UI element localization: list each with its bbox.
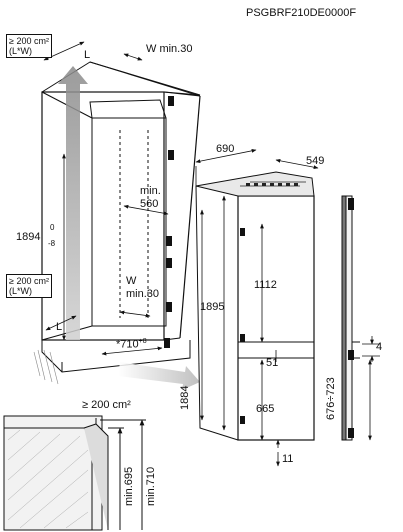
top-vent-pattern [246,183,298,186]
detail-min-695: min.695 [123,466,135,506]
niche-710-value: *710 [116,338,139,351]
niche-depth-min-value: 560 [140,198,159,210]
niche-floor-hatch [33,349,59,385]
ventilation-bottom-label: ≥ 200 cm² [82,399,131,411]
appliance-floor-gap: 11 [282,453,294,465]
appliance-height-niche: 1884 [179,385,191,410]
ventilation-mid-formula: (L*W) [9,286,32,296]
niche-width-top: L [84,49,91,61]
niche-width-bottom: L [56,321,63,333]
detail-hatch [7,429,89,529]
appliance-gap: 51 [266,357,279,369]
door-dimensions [362,336,380,441]
niche-w-mid: W [126,275,137,287]
appliance-depth: 549 [306,155,325,167]
air-outflow-arrow [58,66,88,340]
niche-dimensions [43,41,169,356]
door-range: 676÷723 [325,377,337,420]
appliance-height-total: 1895 [200,301,225,313]
niche-height-tol-lower: -8 [48,239,56,248]
door-panel [341,195,360,441]
detail-min-710: min.710 [145,466,157,506]
hinge-tabs [164,96,174,348]
appliance-width: 690 [216,143,235,155]
niche-710-tol: +8 [138,338,147,345]
fridge-hinges [240,228,245,424]
niche-width-710: *710+8 [116,338,147,351]
niche-height-value: 1894 [16,231,41,243]
air-inflow-arrow [118,362,200,390]
niche-depth-top: W min.30 [146,43,193,55]
niche-cabinet [41,61,201,373]
ventilation-mid-area: ≥ 200 cm² [9,276,49,286]
ventilation-top-area: ≥ 200 cm² [9,36,49,46]
detail-view [3,415,146,531]
niche-min30-mid: min.30 [126,288,160,300]
appliance-dimensions [195,148,319,467]
ventilation-top-formula: (L*W) [9,46,32,56]
appliance-height-lower: 665 [256,403,275,415]
niche-height-tol-upper: 0 [50,223,55,232]
niche-height: 1894 [16,232,40,243]
appliance-height-upper: 1112 [254,279,277,291]
door-offset: 4 [376,341,383,353]
door-brackets [348,198,354,438]
model-code: PSGBRF210DE0000F [246,7,357,19]
ventilation-mid-label: ≥ 200 cm² (L*W) [6,274,52,298]
niche-depth-min-label: min. [140,185,161,197]
ventilation-top-label: ≥ 200 cm² (L*W) [6,34,52,58]
